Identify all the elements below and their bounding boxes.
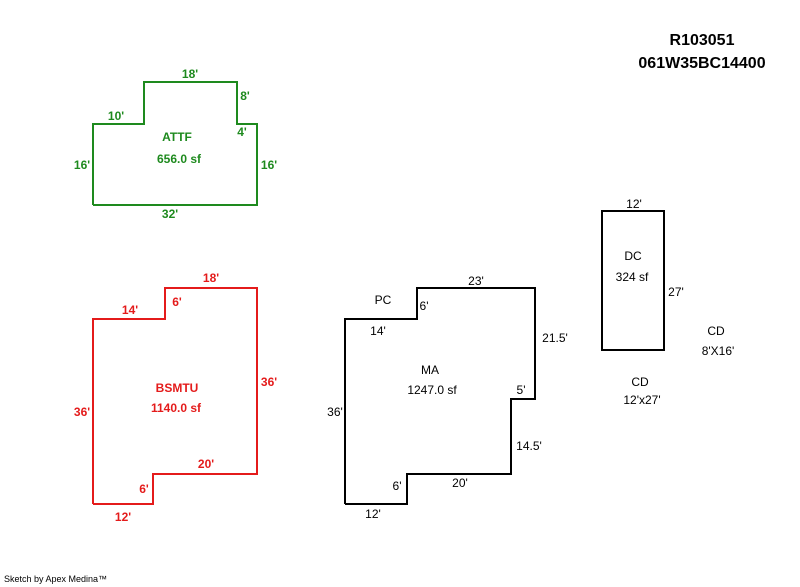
attf-dim-top: 18' — [182, 67, 198, 81]
bsmtu-dim-step-vertical: 6' — [172, 295, 182, 309]
bsmtu-section: 18' 14' 6' 36' 36' 20' 6' 12' BSMTU 1140… — [74, 271, 277, 524]
porch-label: PC — [375, 293, 392, 307]
dc-section: 12' 27' DC 324 sf — [601, 197, 684, 351]
parcel-id: R103051 — [670, 32, 735, 49]
cd-note-2-size: 12'x27' — [623, 393, 660, 407]
attf-outline — [92, 81, 258, 206]
attf-dim-right-upper: 8' — [240, 89, 250, 103]
bsmtu-area: 1140.0 sf — [151, 401, 202, 415]
bsmtu-dim-right: 36' — [261, 375, 277, 389]
cd-note-1-name: CD — [707, 324, 725, 338]
cd-notes: CD 8'X16' CD 12'x27' — [623, 324, 734, 407]
dc-area: 324 sf — [616, 270, 649, 284]
attf-section: 18' 10' 8' 4' 16' 16' 32' ATTF 656.0 sf — [74, 67, 277, 221]
attf-dim-left-step: 10' — [108, 109, 124, 123]
dc-name: DC — [624, 249, 642, 263]
ma-dim-bottom-vertical: 6' — [393, 479, 402, 493]
bsmtu-dim-top-left: 14' — [122, 303, 138, 317]
bsmtu-name: BSMTU — [156, 381, 199, 395]
ma-dim-bottom-step: 20' — [452, 476, 468, 490]
attf-dim-right: 16' — [261, 158, 277, 172]
attf-name: ATTF — [162, 130, 192, 144]
attf-dim-left: 16' — [74, 158, 90, 172]
sketch-credit: Sketch by Apex Medina™ — [4, 574, 107, 584]
ma-dim-step-vertical: 6' — [420, 299, 429, 313]
ma-dim-right-lower: 14.5' — [516, 439, 542, 453]
ma-dim-right-upper: 21.5' — [542, 331, 568, 345]
ma-area: 1247.0 sf — [407, 383, 457, 397]
ma-dim-left: 36' — [327, 405, 343, 419]
attf-dim-right-step: 4' — [237, 125, 247, 139]
ma-name: MA — [421, 363, 439, 377]
bsmtu-dim-left: 36' — [74, 405, 90, 419]
bsmtu-dim-bottom-step: 20' — [198, 457, 214, 471]
dc-outline — [601, 210, 665, 351]
attf-area: 656.0 sf — [157, 152, 202, 166]
main-area-outline — [344, 287, 536, 505]
cd-note-1-size: 8'X16' — [702, 344, 735, 358]
main-area-section: 23' PC 6' 14' 21.5' 5' 14.5' 36' 20' 6' … — [327, 274, 568, 521]
bsmtu-dim-top: 18' — [203, 271, 219, 285]
bsmtu-dim-bottom-vertical: 6' — [139, 482, 149, 496]
bsmtu-outline — [92, 287, 258, 505]
dc-dim-top: 12' — [626, 197, 642, 211]
dc-dim-right: 27' — [668, 285, 684, 299]
bsmtu-dim-bottom: 12' — [115, 510, 131, 524]
ma-dim-top: 23' — [468, 274, 484, 288]
attf-dim-bottom: 32' — [162, 207, 178, 221]
cd-note-2-name: CD — [631, 375, 649, 389]
ma-dim-right-step: 5' — [517, 383, 526, 397]
ma-dim-top-left: 14' — [370, 324, 386, 338]
ma-dim-bottom: 12' — [365, 507, 381, 521]
map-number: 061W35BC14400 — [638, 55, 765, 72]
